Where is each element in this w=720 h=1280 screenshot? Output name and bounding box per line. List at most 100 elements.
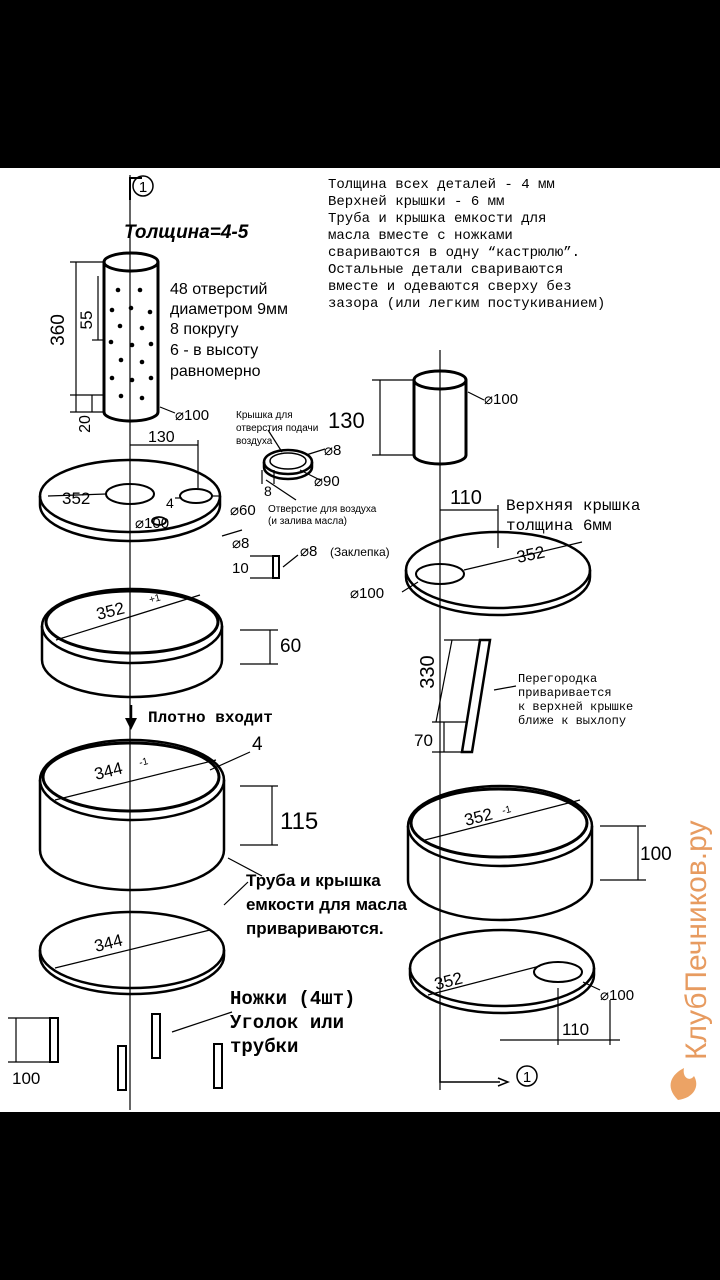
axis-marker-label-2: 1 <box>523 1069 531 1086</box>
fits-tightly-label: Плотно входит <box>148 709 273 727</box>
baffle-note-line-1: Перегородка <box>518 672 597 686</box>
oil-container-344 <box>38 738 226 892</box>
dim-ring-tolerance: +1 <box>148 592 162 606</box>
top-lid-note-line-2: толщина 6мм <box>506 517 612 535</box>
dim-hole-offset: 130 <box>148 429 175 446</box>
drawing-canvas: 1 1 Толщина=4-5 48 отверстий диаметром 9… <box>8 175 713 1110</box>
container-lid-344 <box>38 910 226 996</box>
weld-note-line-3: привариваются. <box>246 919 384 938</box>
legs-note-line-2: Уголок или <box>230 1012 344 1034</box>
general-note-line-6: Остальные детали свариваются <box>328 262 563 278</box>
air-hole-note-line-2: (и залива масла) <box>268 516 347 527</box>
bottom-black-band <box>0 1112 720 1280</box>
container-dimension-lines <box>54 751 278 846</box>
axis-marker-label: 1 <box>139 179 147 196</box>
dim-cap-hole: ⌀8 <box>324 442 341 459</box>
ring-352-dimension <box>55 594 278 665</box>
holes-note-line-1: 48 отверстий <box>170 281 267 298</box>
dim-plate-diameter: 352 <box>62 489 90 508</box>
general-note-line-5: свариваются в одну “кастрюлю”. <box>328 245 580 261</box>
dim-cap-height: 8 <box>264 483 272 499</box>
plate-dimension-lines <box>47 440 220 499</box>
dim-rivet-length: 10 <box>232 560 249 577</box>
ring-352-lower <box>406 784 594 922</box>
baffle-dimension-lines <box>432 639 517 753</box>
watermark-text: КлубПечников.ру <box>680 821 713 1060</box>
weld-note-line-2: емкости для масла <box>246 895 407 914</box>
top-lid-note-line-1: Верхняя крышка <box>506 497 641 515</box>
dim-plate-center-hole: ⌀100 <box>135 515 169 532</box>
baffle-note-line-2: приваривается <box>518 686 612 700</box>
top-lid-dimension-lines <box>401 505 583 593</box>
dim-baffle-70: 70 <box>414 731 433 750</box>
baffle-note-line-3: к верхней крышке <box>518 700 633 714</box>
ring-352-lower-dimension <box>424 799 646 881</box>
holes-note-line-2: диаметром 9мм <box>170 301 288 318</box>
axis-marker-circle <box>132 175 154 197</box>
holes-note-line-3: 8 покругу <box>170 321 238 338</box>
stove-assembly-drawing: 1 1 Толщина=4-5 48 отверстий диаметром 9… <box>0 168 720 1112</box>
dim-hole-spacing: 55 <box>77 311 96 330</box>
dim-130: 130 <box>328 408 365 433</box>
dim-lower-ring-height: 100 <box>640 844 672 865</box>
rivet-label: (Заклепка) <box>330 545 390 559</box>
dim-rivet: ⌀8 <box>300 543 317 560</box>
general-note-line-2: Верхней крышки - 6 мм <box>328 193 504 210</box>
dim-bottom-plate-hole: ⌀100 <box>600 987 634 1004</box>
general-note-line-3: Труба и крышка емкости для <box>328 210 546 227</box>
dim-plate-thickness: 4 <box>166 495 174 511</box>
dim-cap-diameter: ⌀90 <box>314 473 340 490</box>
top-black-band <box>0 0 720 168</box>
dim-plate-small-hole: ⌀8 <box>232 535 249 552</box>
general-note-line-1: Толщина всех деталей - 4 мм <box>328 176 555 193</box>
perforated-tube <box>102 251 160 423</box>
dim-baffle-height: 330 <box>417 655 439 688</box>
rivet <box>272 555 280 579</box>
baffle-plate <box>460 638 492 754</box>
general-note-line-4: масла вместе с ножками <box>328 228 513 244</box>
dim-tube-diameter: ⌀100 <box>175 407 209 424</box>
pipe-dimension-lines <box>372 379 485 456</box>
baffle-note-line-4: ближе к выхлопу <box>518 714 626 728</box>
legs <box>49 1013 223 1091</box>
general-note-line-8: зазора (или легким постукиванием) <box>328 296 605 312</box>
weld-note-line-1: Труба и крышка <box>246 871 381 890</box>
dim-container-diameter: 344 <box>92 759 124 784</box>
dim-plate-air-hole: ⌀60 <box>230 502 256 519</box>
holes-note-line-4: 6 - в высоту <box>170 342 258 359</box>
cap-note-line-3: воздуха <box>236 436 273 447</box>
wall-thickness-label: Толщина=4-5 <box>124 222 249 243</box>
cap-note-line-2: отверстия подачи <box>236 423 318 434</box>
dim-lower-ring-tolerance: -1 <box>501 804 513 817</box>
dim-container-height: 115 <box>280 808 318 835</box>
dim-container-tolerance: -1 <box>138 756 150 769</box>
legs-note-line-3: трубки <box>230 1036 298 1058</box>
tube-dimension-lines <box>70 261 104 413</box>
general-note-line-7: вместе и одеваются сверху без <box>328 278 572 295</box>
leg-dimension <box>8 1017 50 1063</box>
legs-note-line-1: Ножки (4шт) <box>230 988 355 1010</box>
dim-lower-ring-diameter: 352 <box>462 805 494 830</box>
holes-note-line-5: равномерно <box>170 363 261 380</box>
watermark: КлубПечников.ру <box>670 821 713 1100</box>
dim-bottom-gap: 20 <box>77 415 94 433</box>
dim-container-wall: 4 <box>252 734 263 755</box>
dim-ring-height: 60 <box>280 636 301 657</box>
dim-pipe-diameter: ⌀100 <box>484 391 518 408</box>
cap-note-line-1: Крышка для <box>236 410 293 421</box>
dim-bottom-plate-offset: 110 <box>562 1020 589 1039</box>
bottom-plate-dimension-lines <box>427 965 620 1045</box>
labels: 1 1 Толщина=4-5 48 отверстий диаметром 9… <box>12 176 672 1088</box>
dim-top-lid-diameter: 352 <box>515 542 547 566</box>
tube-holes <box>108 287 154 401</box>
air-hole-note-line-1: Отверстие для воздуха <box>268 504 377 515</box>
bottom-plate-352 <box>408 928 596 1015</box>
dim-top-lid-hole: ⌀100 <box>350 585 384 602</box>
air-hole-cap <box>262 448 314 481</box>
axis-marker-circle-2 <box>516 1065 538 1087</box>
dim-bottom-plate-diameter: 352 <box>432 969 464 994</box>
dim-tube-height: 360 <box>48 314 69 346</box>
dim-pipe-offset: 110 <box>450 487 482 509</box>
cap-dimension-lines <box>261 429 326 501</box>
